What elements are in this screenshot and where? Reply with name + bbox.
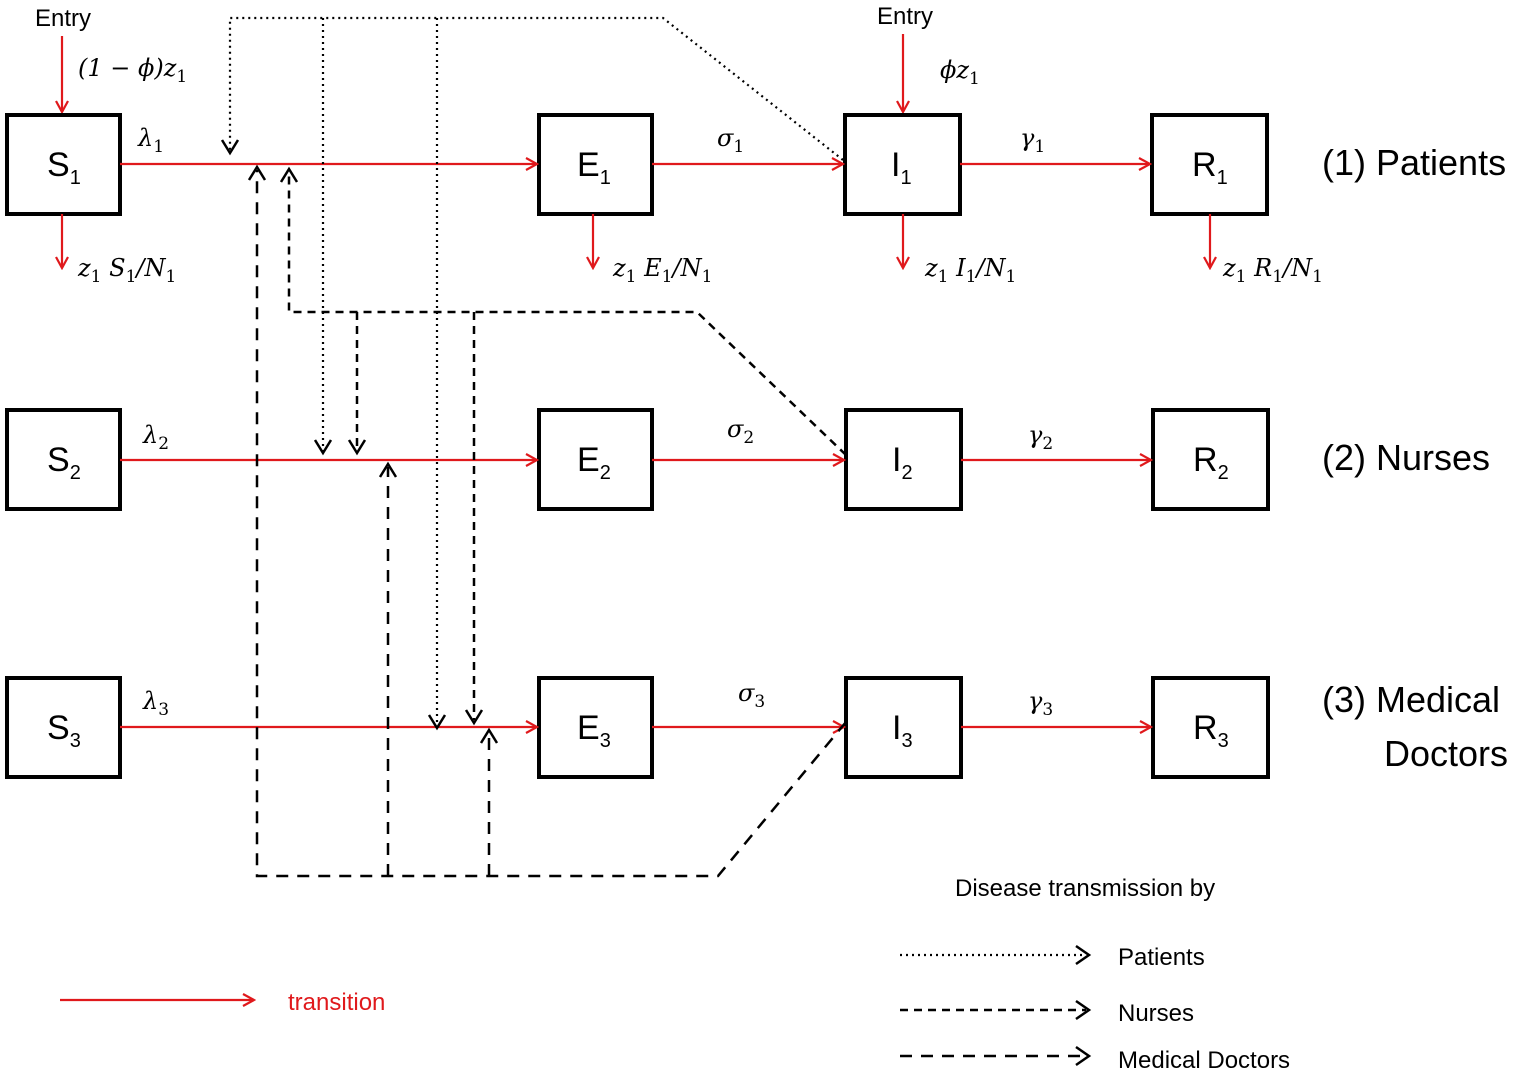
compartment-i1: I1	[843, 113, 962, 216]
svg-text:S3: S3	[47, 709, 81, 752]
legend-item-nurses: Nurses	[900, 999, 1194, 1027]
exit-s1: z1 S1/N1	[62, 214, 176, 287]
svg-text:R3: R3	[1193, 709, 1229, 752]
entry-rate-i1: ϕz1	[940, 56, 980, 89]
compartment-e3: E3	[537, 676, 654, 779]
rate-gamma3: γ3	[1028, 687, 1053, 720]
svg-text:R2: R2	[1193, 441, 1229, 484]
compartment-s1: S1	[5, 113, 122, 216]
legend: Disease transmission by Patients Nurses …	[60, 875, 1290, 1074]
entry-label-i1: Entry	[877, 3, 933, 30]
rate-sigma3: σ3	[738, 679, 765, 712]
group-label-nurses: (2) Nurses	[1322, 437, 1490, 478]
exit-i1: z1 I1/N1	[903, 214, 1016, 287]
row-doctors: S3 E3 I3 R3 λ3 σ3 γ3 (3) Medical Doctors	[5, 676, 1508, 779]
row-nurses: S2 E2 I2 R2 λ2 σ2 γ2 (2) Nurses	[5, 408, 1490, 511]
svg-text:z1 S1/N1: z1 S1/N1	[77, 254, 176, 287]
rate-gamma1: γ1	[1020, 124, 1045, 157]
compartment-r1: R1	[1150, 113, 1269, 216]
rate-lambda3: λ3	[142, 687, 169, 720]
svg-text:E1: E1	[577, 146, 611, 189]
svg-text:z1 R1/N1: z1 R1/N1	[1222, 254, 1323, 287]
rate-sigma1: σ1	[717, 124, 744, 157]
svg-text:transition: transition	[288, 989, 385, 1016]
group-label-patients: (1) Patients	[1322, 142, 1506, 183]
legend-item-patients: Patients	[900, 944, 1205, 971]
compartment-r2: R2	[1151, 408, 1270, 511]
compartment-i2: I2	[844, 408, 963, 511]
legend-item-transition: transition	[60, 989, 385, 1016]
svg-text:E3: E3	[577, 709, 611, 752]
svg-text:S1: S1	[47, 146, 81, 189]
entry-label-s1: Entry	[35, 5, 91, 32]
rate-lambda1: λ1	[137, 124, 164, 157]
svg-text:Nurses: Nurses	[1118, 1000, 1194, 1027]
svg-text:R1: R1	[1192, 146, 1228, 189]
legend-title: Disease transmission by	[955, 875, 1215, 902]
svg-text:z1 I1/N1: z1 I1/N1	[924, 254, 1016, 287]
row-patients: Entry (1 − ϕ)z1 Entry ϕz1 S1 E1 I1 R1 λ1…	[5, 3, 1506, 287]
group-label-doctors-line1: (3) Medical	[1322, 679, 1500, 720]
svg-text:I2: I2	[892, 441, 913, 484]
rate-lambda2: λ2	[142, 421, 169, 454]
group-label-doctors-line2: Doctors	[1384, 733, 1508, 774]
rate-sigma2: σ2	[727, 415, 754, 448]
legend-item-doctors: Medical Doctors	[900, 1045, 1290, 1074]
svg-text:S2: S2	[47, 441, 81, 484]
svg-text:Patients: Patients	[1118, 944, 1205, 971]
compartment-s2: S2	[5, 408, 122, 511]
rate-gamma2: γ2	[1028, 421, 1053, 454]
entry-rate-s1: (1 − ϕ)z1	[78, 54, 187, 87]
svg-text:Medical Doctors: Medical Doctors	[1118, 1047, 1290, 1074]
svg-text:E2: E2	[577, 441, 611, 484]
svg-text:z1 E1/N1: z1 E1/N1	[612, 254, 712, 287]
compartment-i3: I3	[844, 676, 963, 779]
exit-r1: z1 R1/N1	[1210, 214, 1323, 287]
svg-text:I3: I3	[892, 709, 913, 752]
transmission-patients	[220, 16, 844, 731]
svg-text:I1: I1	[891, 146, 912, 189]
compartment-r3: R3	[1151, 676, 1270, 779]
exit-e1: z1 E1/N1	[593, 214, 712, 287]
compartment-e1: E1	[537, 113, 654, 216]
compartment-s3: S3	[5, 676, 122, 779]
transmission-doctors	[247, 164, 847, 878]
transmission-nurses	[279, 166, 847, 726]
compartment-e2: E2	[537, 408, 654, 511]
